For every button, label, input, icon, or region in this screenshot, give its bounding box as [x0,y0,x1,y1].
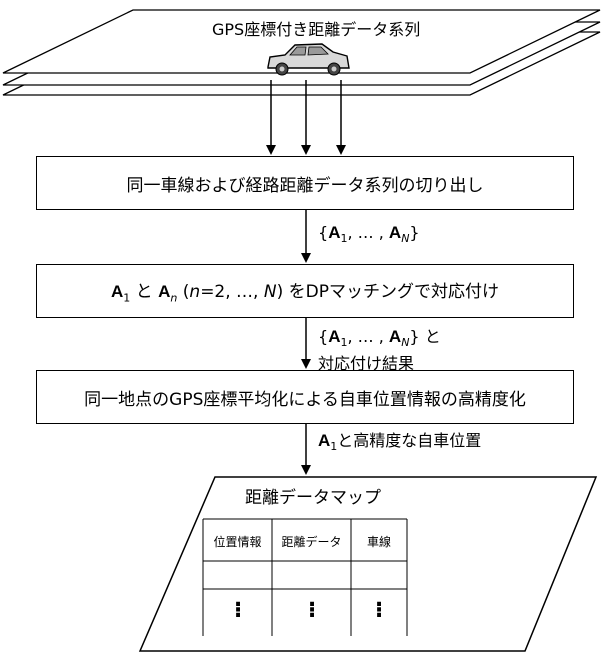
map-header-distance: 距離データ [281,535,342,549]
map-ellipsis-distance: ⁝ [307,598,317,623]
step-gps-averaging-label: 同一地点のGPS座標平均化による自車位置情報の高精度化 [84,389,526,410]
step-dp-matching-label: A1 と An (n=2, …, N) をDPマッチングで対応付け [111,282,499,305]
map-sheet [138,476,598,652]
map-table [202,518,408,636]
step-gps-averaging: 同一地点のGPS座標平均化による自車位置情報の高精度化 [36,370,574,424]
car-icon [267,43,350,76]
step-dp-matching: A1 と An (n=2, …, N) をDPマッチングで対応付け [36,264,574,318]
edge-label-series-with-matching: {A1, … , AN} と対応付け結果 [318,327,441,374]
step-extract-label: 同一車線および経路距離データ系列の切り出し [126,175,484,196]
map-header-lane: 車線 [366,535,391,549]
gps-series-label: GPS座標付き距離データ系列 [212,20,421,39]
map-ellipsis-lane: ⁝ [374,598,384,623]
step-extract-lane-route: 同一車線および経路距離データ系列の切り出し [36,156,574,210]
edge-label-refined-position: A1と高精度な自車位置 [318,431,482,454]
gps-sheet-front [2,9,601,74]
map-title: 距離データマップ [245,488,381,508]
map-ellipsis-position: ⁝ [233,598,243,623]
map-header-position: 位置情報 [213,535,262,549]
edge-label-series-set: {A1, … , AN} [318,223,420,246]
